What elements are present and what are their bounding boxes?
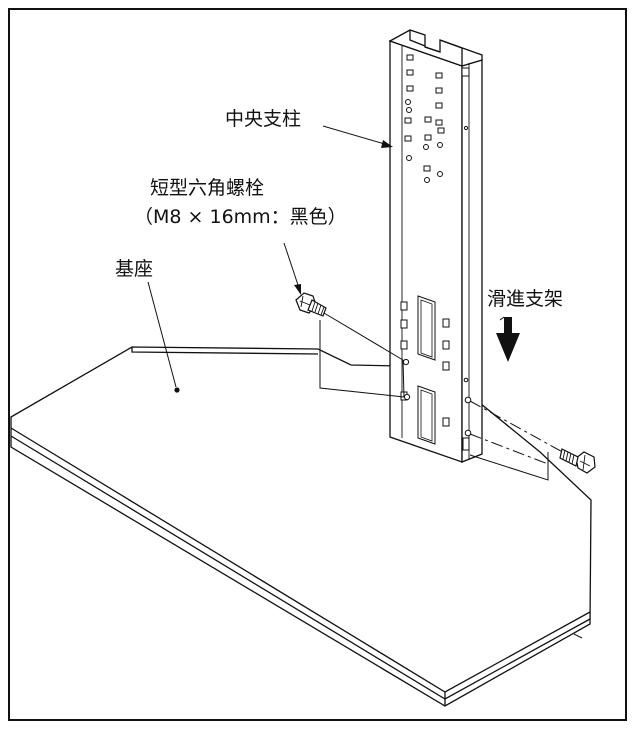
base-plate: [10, 346, 592, 707]
label-short-bolt-name: 短型六角螺栓: [150, 177, 264, 199]
bolt-left-icon: [295, 292, 327, 317]
label-base: 基座: [115, 258, 153, 280]
center-column: [388, 29, 483, 463]
base-marker-dot: [174, 387, 180, 393]
bolt-right-icon: [559, 448, 596, 474]
leader-lines: [147, 125, 389, 388]
label-slide-bracket: 滑進支架: [487, 288, 563, 310]
diagram-frame: [8, 8, 627, 721]
down-arrow-icon: [496, 316, 520, 362]
label-center-column: 中央支柱: [225, 108, 301, 130]
leader-arrow-bolt: [294, 284, 301, 295]
leader-arrow-column: [381, 140, 393, 148]
alignment-lines: [319, 312, 569, 481]
label-short-bolt-spec: （M8 × 16mm：黑色）: [134, 206, 347, 228]
